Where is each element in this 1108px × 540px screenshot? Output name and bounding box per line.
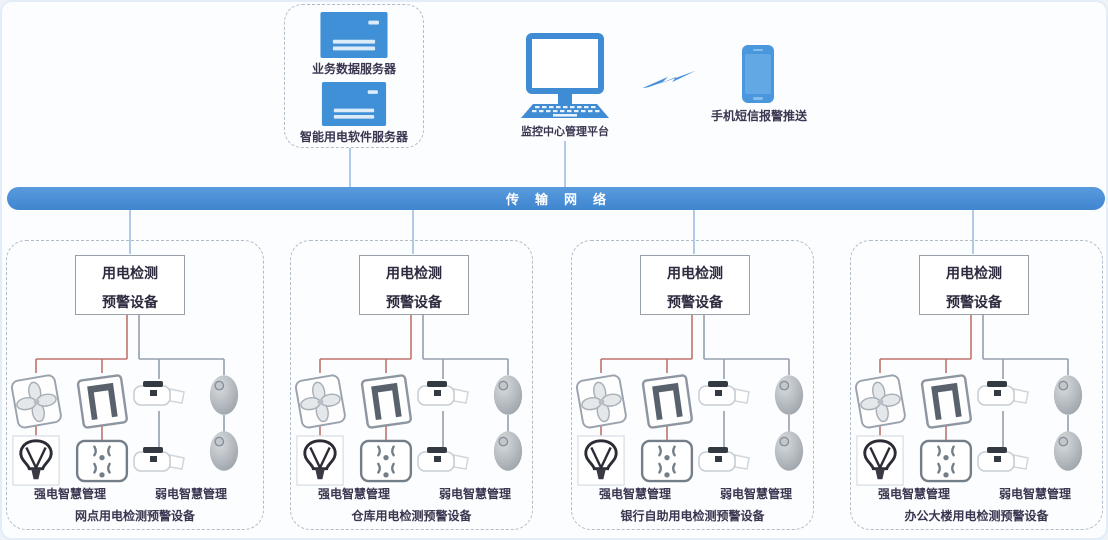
lightning-bolt-icon	[640, 68, 698, 92]
power-socket-icon	[640, 439, 694, 483]
dome-sensor-icon	[1052, 373, 1084, 417]
fan-icon	[851, 371, 909, 433]
camera-sensor-icon	[415, 443, 471, 479]
detect-device-line1: 用电检测	[946, 265, 1002, 281]
dome-sensor-icon	[208, 373, 240, 417]
transmission-network-label: 传输网络	[505, 192, 622, 207]
detect-device-box: 用电检测 预警设备	[75, 255, 185, 315]
light-bulb-icon	[576, 435, 626, 487]
weak-power-label: 弱电智慧管理	[719, 487, 792, 501]
dome-sensor-icon	[773, 373, 805, 417]
door-access-icon	[73, 371, 131, 433]
phone-label: 手机短信报警推送	[710, 109, 807, 123]
power-socket-icon	[75, 439, 129, 483]
light-bulb-icon	[855, 435, 905, 487]
light-bulb-icon	[295, 435, 345, 487]
server2-label: 智能用电软件服务器	[299, 130, 408, 144]
detect-device-line1: 用电检测	[667, 265, 723, 281]
camera-sensor-icon	[696, 443, 752, 479]
site-caption: 仓库用电检测预警设备	[351, 509, 472, 523]
transmission-network-bar: 传输网络	[7, 187, 1105, 210]
server-icon	[320, 82, 388, 126]
door-access-icon	[638, 371, 696, 433]
camera-sensor-icon	[696, 377, 752, 413]
power-socket-icon	[359, 439, 413, 483]
door-access-icon	[357, 371, 415, 433]
site-caption: 银行自助用电检测预警设备	[620, 509, 765, 523]
detect-device-box: 用电检测 预警设备	[359, 255, 469, 315]
server1-label: 业务数据服务器	[311, 62, 396, 76]
dome-sensor-icon	[773, 429, 805, 473]
site-box-bank-selfservice: 用电检测 预警设备 强电智慧管理 弱电智慧管理 银行自助用电检测预警设备	[571, 240, 814, 530]
weak-power-label: 弱电智慧管理	[998, 487, 1071, 501]
fan-icon	[291, 371, 349, 433]
strong-power-label: 强电智慧管理	[317, 487, 390, 501]
door-access-icon	[917, 371, 975, 433]
detect-device-line2: 预警设备	[386, 294, 442, 310]
server-group-box: 业务数据服务器 智能用电软件服务器	[284, 4, 424, 148]
camera-sensor-icon	[415, 377, 471, 413]
detect-device-box: 用电检测 预警设备	[919, 255, 1029, 315]
desktop-computer-icon	[519, 32, 611, 120]
site-caption: 办公大楼用电检测预警设备	[904, 509, 1049, 523]
fan-icon	[572, 371, 630, 433]
site-box-branch: 用电检测 预警设备 强电智慧管理 弱电智慧管理 网点用电检测预警设备	[6, 240, 264, 530]
strong-power-label: 强电智慧管理	[33, 487, 106, 501]
strong-power-label: 强电智慧管理	[877, 487, 950, 501]
power-socket-icon	[919, 439, 973, 483]
smartphone-icon	[741, 44, 775, 104]
camera-sensor-icon	[975, 377, 1031, 413]
dome-sensor-icon	[492, 429, 524, 473]
detect-device-line2: 预警设备	[946, 294, 1002, 310]
weak-power-label: 弱电智慧管理	[438, 487, 511, 501]
detect-device-line2: 预警设备	[667, 294, 723, 310]
fan-icon	[7, 371, 65, 433]
dome-sensor-icon	[492, 373, 524, 417]
detect-device-line2: 预警设备	[102, 294, 158, 310]
detect-device-box: 用电检测 预警设备	[640, 255, 750, 315]
camera-sensor-icon	[975, 443, 1031, 479]
server-icon	[320, 12, 388, 58]
light-bulb-icon	[11, 435, 61, 487]
dome-sensor-icon	[208, 429, 240, 473]
site-box-warehouse: 用电检测 预警设备 强电智慧管理 弱电智慧管理 仓库用电检测预警设备	[290, 240, 533, 530]
site-caption: 网点用电检测预警设备	[74, 509, 195, 523]
camera-sensor-icon	[131, 443, 187, 479]
weak-power-label: 弱电智慧管理	[154, 487, 227, 501]
dome-sensor-icon	[1052, 429, 1084, 473]
detect-device-line1: 用电检测	[386, 265, 442, 281]
monitor-label: 监控中心管理平台	[521, 126, 609, 138]
site-box-office-building: 用电检测 预警设备 强电智慧管理 弱电智慧管理 办公大楼用电检测预警设备	[850, 240, 1103, 530]
detect-device-line1: 用电检测	[102, 265, 158, 281]
strong-power-label: 强电智慧管理	[598, 487, 671, 501]
camera-sensor-icon	[131, 377, 187, 413]
